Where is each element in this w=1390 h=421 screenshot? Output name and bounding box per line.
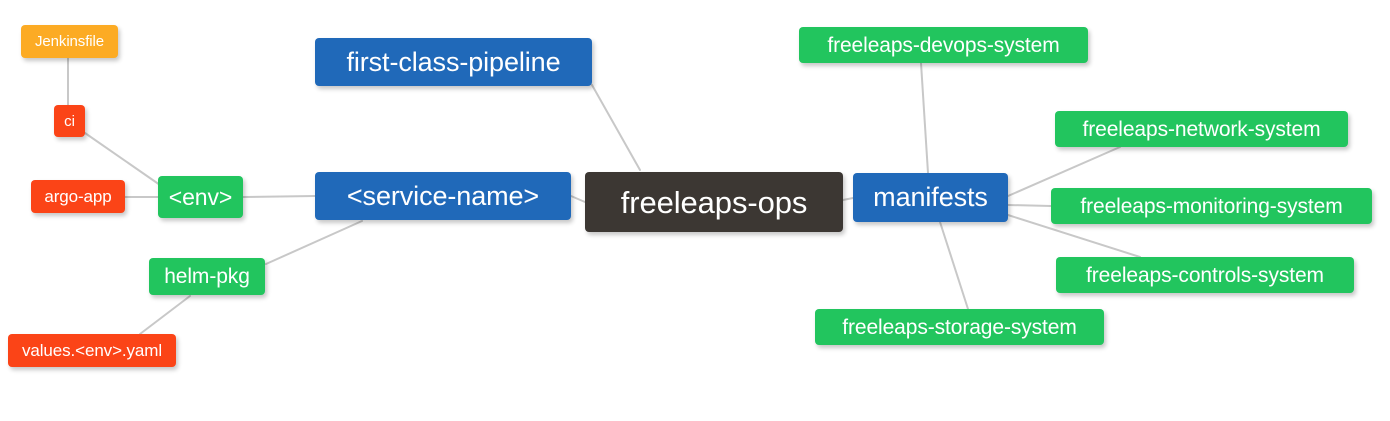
edge-env-ci: [84, 132, 161, 186]
node-first-class-pipeline[interactable]: first-class-pipeline: [315, 38, 592, 86]
node-values-env-yaml[interactable]: values.<env>.yaml: [8, 334, 176, 367]
edge-manifests-storage: [939, 221, 969, 310]
node-freeleaps-devops-system[interactable]: freeleaps-devops-system: [799, 27, 1088, 63]
node-ci[interactable]: ci: [54, 105, 85, 137]
edge-service-helm: [265, 220, 363, 265]
node-helm-pkg[interactable]: helm-pkg: [149, 258, 265, 295]
node-manifests[interactable]: manifests: [853, 173, 1008, 222]
edge-ops-manifests: [842, 197, 854, 201]
node-env[interactable]: <env>: [158, 176, 243, 218]
node-service-name[interactable]: <service-name>: [315, 172, 571, 220]
edge-helm-values: [139, 295, 191, 335]
edge-manifests-controls: [1007, 214, 1141, 258]
edge-manifests-devops: [920, 62, 929, 174]
edge-ops-service: [570, 195, 586, 203]
node-freeleaps-monitoring-system[interactable]: freeleaps-monitoring-system: [1051, 188, 1372, 224]
edge-manifests-monitoring: [1007, 204, 1052, 207]
node-jenkinsfile[interactable]: Jenkinsfile: [21, 25, 118, 58]
node-freeleaps-network-system[interactable]: freeleaps-network-system: [1055, 111, 1348, 147]
edge-manifests-network: [1007, 146, 1121, 197]
node-freeleaps-controls-system[interactable]: freeleaps-controls-system: [1056, 257, 1354, 293]
edge-service-env: [242, 195, 316, 198]
edge-ops-pipeline: [591, 84, 641, 171]
node-argo-app[interactable]: argo-app: [31, 180, 125, 213]
node-freeleaps-ops[interactable]: freeleaps-ops: [585, 172, 843, 232]
node-freeleaps-storage-system[interactable]: freeleaps-storage-system: [815, 309, 1104, 345]
